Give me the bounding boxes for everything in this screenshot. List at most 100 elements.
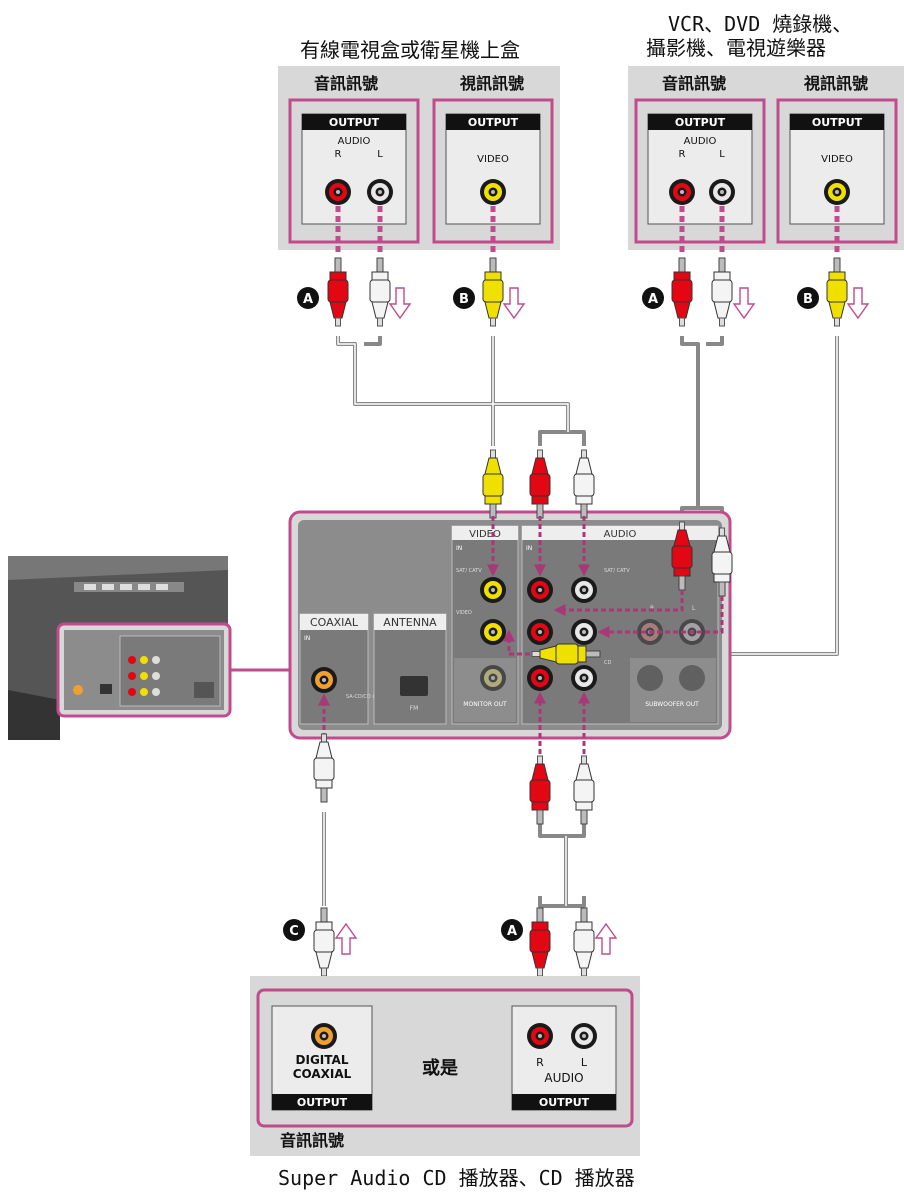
vcr-l-label: L <box>719 149 725 160</box>
cd-audio-l-plug-bottom <box>573 907 595 977</box>
cable-video-label: VIDEO <box>477 154 509 165</box>
svg-text:SAT/ CATV: SAT/ CATV <box>456 568 482 574</box>
vcr-audio-header: 音訊訊號 <box>662 74 726 93</box>
title-cable-satellite-box: 有線電視盒或衛星機上盒 <box>300 38 520 62</box>
cable-l-label: L <box>377 149 383 160</box>
receiver-video-label: VIDEO <box>469 529 501 540</box>
receiver-antenna-label: ANTENNA <box>383 616 437 629</box>
cd-audio-label: AUDIO <box>544 1071 583 1085</box>
cd-audio-r-plug-top <box>529 755 551 825</box>
title-vcr-line1: VCR、DVD 燒錄機、 <box>668 12 853 36</box>
svg-text:IN: IN <box>304 635 310 642</box>
vcr-b-yellow-plug <box>826 257 848 327</box>
cable-marker-a: A <box>501 919 523 941</box>
cd-audio-l-jack <box>571 1023 597 1049</box>
cd-player-device: DIGITAL COAXIAL OUTPUT 或是 R L AUDIO OUTP… <box>250 976 640 1156</box>
svg-text:IN: IN <box>526 545 532 552</box>
vcr-video-output-label: OUTPUT <box>812 116 863 129</box>
svg-text:A: A <box>507 924 517 939</box>
svg-text:A: A <box>303 292 313 307</box>
receiver-fm-terminal <box>400 676 428 696</box>
cable-marker-a: A <box>642 287 664 309</box>
vcr-audio-r-jack <box>669 179 695 205</box>
cd-digital-label: DIGITAL <box>296 1053 349 1067</box>
receiver-coaxial-jack <box>311 667 337 693</box>
vcr-r-label: R <box>679 149 686 160</box>
vcr-video-label: VIDEO <box>821 154 853 165</box>
svg-text:A: A <box>648 292 658 307</box>
svg-text:SAT/ CATV: SAT/ CATV <box>604 568 630 574</box>
cd-audio-l-plug-top <box>573 755 595 825</box>
cable-video-header: 視訊訊號 <box>459 74 524 93</box>
svg-text:B: B <box>803 292 813 307</box>
cable-audio-label: AUDIO <box>338 136 371 147</box>
receiver-sat-audio-l-jack <box>571 577 597 603</box>
cable-marker-a: A <box>297 287 319 309</box>
cd-audio-r-plug-bottom <box>529 907 551 977</box>
cable-box-device: 音訊訊號 視訊訊號 OUTPUT AUDIO R L OUTPUT VIDEO <box>278 66 560 250</box>
cable-audio-r-jack <box>325 179 351 205</box>
receiver-audio-label: AUDIO <box>604 529 637 540</box>
svg-text:B: B <box>459 292 469 307</box>
receiver-video-audio-r-jack <box>527 619 553 645</box>
receiver-sat-audio-r-jack <box>527 577 553 603</box>
signal-direction-arrow-up <box>335 923 357 955</box>
svg-text:L: L <box>692 605 696 612</box>
receiver-video-plug <box>482 449 504 519</box>
receiver-video-in-jack <box>480 619 506 645</box>
cd-r-label: R <box>536 1056 544 1069</box>
title-cd-player: Super Audio CD 播放器、CD 播放器 <box>278 1166 635 1190</box>
cable-audio-header: 音訊訊號 <box>314 74 378 93</box>
receiver-audio-r-plug <box>529 449 551 519</box>
receiver-subwoofer-jack-2 <box>679 665 705 691</box>
svg-text:CD: CD <box>604 660 611 666</box>
coaxial-plug-top <box>313 733 335 803</box>
vcr-video-jack <box>824 179 850 205</box>
coaxial-plug-bottom <box>313 907 335 977</box>
vcr-video-header: 視訊訊號 <box>803 74 868 93</box>
signal-direction-arrow-down <box>733 287 755 319</box>
connection-dashes <box>335 206 840 256</box>
cd-digital-output-label: OUTPUT <box>297 1096 348 1109</box>
vcr-audio-label: AUDIO <box>684 136 717 147</box>
cd-audio-r-jack <box>527 1023 553 1049</box>
cable-a-red-plug <box>327 257 349 327</box>
title-vcr-line2: 攝影機、電視遊樂器 <box>646 36 826 60</box>
vcr-audio-l-jack <box>709 179 735 205</box>
vcr-device: 音訊訊號 視訊訊號 OUTPUT AUDIO R L OUTPUT VIDEO <box>628 66 904 250</box>
cable-b-yellow-plug <box>482 257 504 327</box>
cable-marker-b: B <box>797 287 819 309</box>
receiver-coaxial-label: COAXIAL <box>310 616 359 629</box>
receiver-cd-audio-r-jack <box>527 665 553 691</box>
vcr-audio-output-label: OUTPUT <box>675 116 726 129</box>
svg-text:C: C <box>289 924 299 939</box>
vcr-a-white-plug <box>711 257 733 327</box>
vcr-a-red-plug <box>671 257 693 327</box>
svg-text:IN: IN <box>456 545 462 552</box>
cd-digital-coaxial-jack <box>311 1023 337 1049</box>
cd-coaxial-label: COAXIAL <box>293 1067 352 1081</box>
receiver-sat-video-jack <box>480 577 506 603</box>
cd-audio-output-label: OUTPUT <box>539 1096 590 1109</box>
receiver-video-audio-l-jack <box>571 619 597 645</box>
signal-direction-arrow-down <box>847 287 869 319</box>
svg-text:VIDEO: VIDEO <box>456 610 472 616</box>
cd-or-text: 或是 <box>422 1057 458 1079</box>
svg-text:MONITOR OUT: MONITOR OUT <box>463 701 507 708</box>
svg-text:SUBWOOFER OUT: SUBWOOFER OUT <box>645 701 699 708</box>
receiver-rear-panel: COAXIAL IN SA-CD/CD (ASSIGNABLE) ANTENNA… <box>288 510 732 740</box>
cable-video-output-label: OUTPUT <box>468 116 519 129</box>
signal-direction-arrow-down <box>389 287 411 319</box>
receiver-cd-audio-l-jack <box>571 665 597 691</box>
cable-video-jack <box>480 179 506 205</box>
signal-direction-arrow-up <box>595 923 617 955</box>
cable-r-label: R <box>335 149 342 160</box>
cable-marker-b: B <box>453 287 475 309</box>
cable-marker-c: C <box>283 919 305 941</box>
cable-audio-output-label: OUTPUT <box>329 116 380 129</box>
cd-l-label: L <box>581 1056 588 1069</box>
television <box>8 556 290 740</box>
receiver-monitor-out-jack <box>480 665 506 691</box>
cd-audio-signal-label: 音訊訊號 <box>280 1131 344 1150</box>
